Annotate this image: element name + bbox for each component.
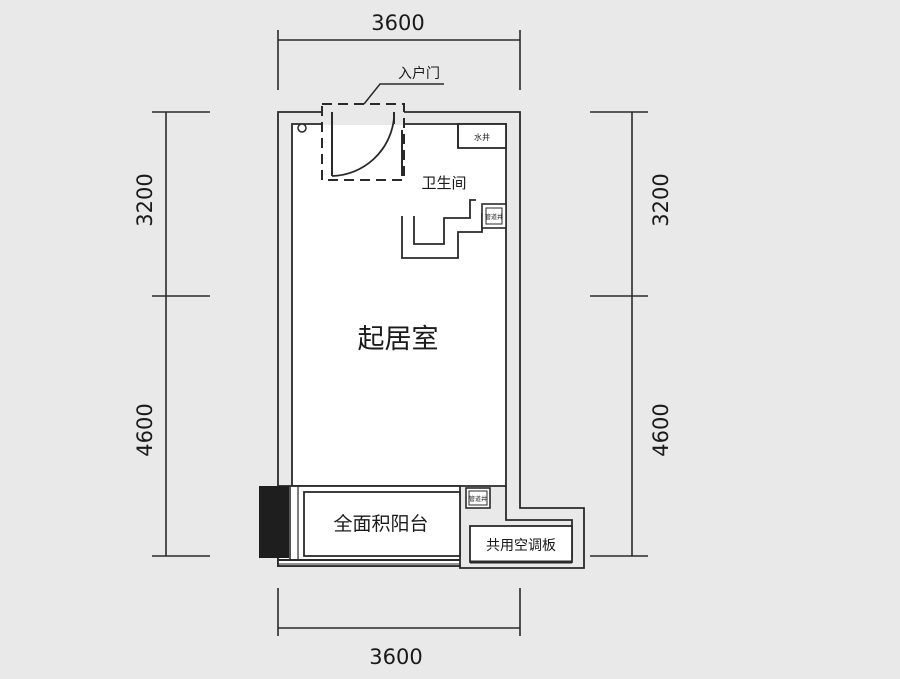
right-dimension bbox=[590, 111, 648, 557]
pipe-icon bbox=[297, 123, 307, 133]
bottom-width-label: 3600 bbox=[369, 645, 422, 669]
bathroom-label: 卫生间 bbox=[421, 174, 466, 192]
top-dimension bbox=[277, 30, 521, 90]
door-leader-line bbox=[363, 83, 444, 105]
bathroom-shaft bbox=[481, 203, 507, 229]
shaft-lower-label: 管道井 bbox=[469, 495, 487, 503]
ac-platform bbox=[469, 525, 573, 564]
bottom-dimension bbox=[277, 588, 521, 636]
balcony-label: 全面积阳台 bbox=[333, 513, 428, 535]
balcony bbox=[259, 485, 461, 567]
balcony-dark-block bbox=[259, 486, 289, 558]
room-fill bbox=[293, 125, 505, 485]
top-width-label: 3600 bbox=[371, 11, 424, 35]
ac-platform-label: 共用空调板 bbox=[486, 538, 556, 554]
water-well-label: 水井 bbox=[474, 132, 490, 142]
left-lower-label: 4600 bbox=[133, 403, 157, 456]
living-room-label: 起居室 bbox=[358, 324, 439, 355]
left-dimension bbox=[152, 111, 210, 557]
shaft-upper-label: 管道井 bbox=[485, 213, 503, 221]
entrance-door bbox=[321, 103, 405, 181]
right-upper-label: 3200 bbox=[649, 173, 673, 226]
entrance-door-label: 入户门 bbox=[398, 65, 440, 82]
balcony-shaft bbox=[465, 487, 491, 509]
left-upper-label: 3200 bbox=[133, 173, 157, 226]
right-lower-label: 4600 bbox=[649, 403, 673, 456]
